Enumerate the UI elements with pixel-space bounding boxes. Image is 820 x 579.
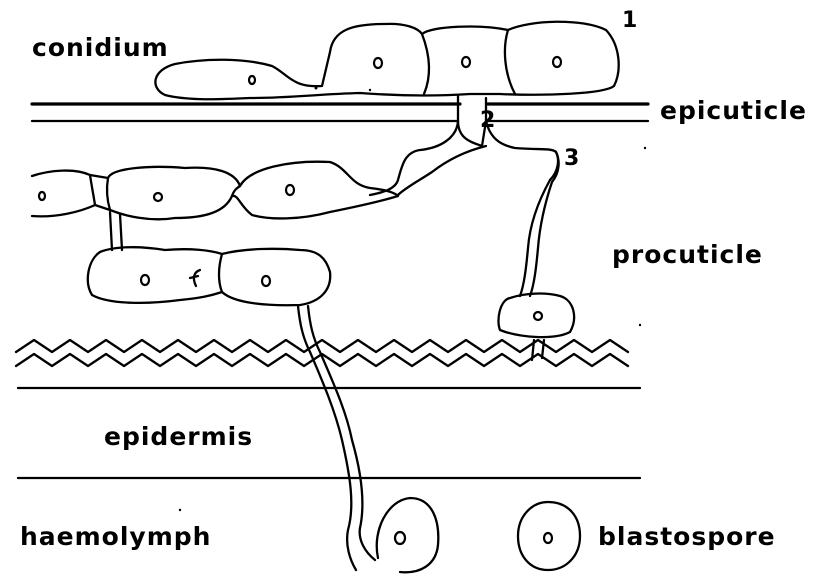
procuticle-hyphae-left [32,162,398,220]
blastospores [377,498,580,572]
specks [179,87,753,512]
procuticle-epidermis-boundary [16,340,628,366]
penetration-hypha [370,121,558,195]
label-epidermis: epidermis [104,422,253,451]
hypha-stage-3 [498,152,574,360]
label-haemolymph: haemolymph [20,522,211,551]
procuticle-hyphae-lower [88,212,330,305]
epicuticle-layer [32,104,648,121]
stage-number-1: 1 [622,8,637,33]
hypha-to-haemolymph [298,306,375,570]
label-blastospore: blastospore [598,522,776,551]
label-conidium: conidium [32,33,169,62]
stage-number-2: 2 [480,108,495,133]
conidium-cluster [155,22,618,146]
label-procuticle: procuticle [612,240,763,269]
label-epicuticle: epicuticle [660,96,807,125]
stage-number-3: 3 [564,146,579,171]
